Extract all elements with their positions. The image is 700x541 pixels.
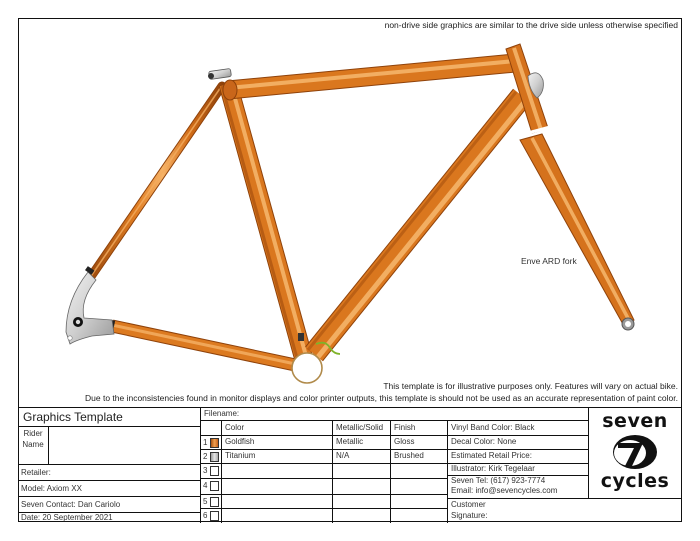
metallic-cell: Metallic bbox=[336, 437, 364, 446]
rider-name-field[interactable] bbox=[49, 427, 200, 464]
customer-signature[interactable]: Customer Signature: bbox=[448, 498, 682, 523]
retailer-field: Retailer: bbox=[21, 468, 51, 477]
swatch-empty[interactable] bbox=[210, 481, 219, 491]
rider-label-line1: Rider bbox=[23, 429, 43, 438]
fork-label: Enve ARD fork bbox=[521, 256, 577, 266]
color-disclaimer: Due to the inconsistencies found in moni… bbox=[85, 393, 678, 403]
decal-color: Decal Color: None bbox=[451, 437, 517, 446]
seven-cycles-logo: seven cycles bbox=[588, 408, 682, 495]
rider-name-label: Rider Name bbox=[18, 428, 48, 450]
illustrative-disclaimer: This template is for illustrative purpos… bbox=[383, 381, 678, 391]
template-border bbox=[18, 18, 682, 522]
row-number: 4 bbox=[203, 481, 208, 490]
finish-cell: Brushed bbox=[394, 451, 424, 460]
rider-label-line2: Name bbox=[22, 440, 44, 449]
row-number: 6 bbox=[203, 511, 208, 520]
fork bbox=[519, 133, 635, 331]
seven-contact-field: Seven Contact: Dan Cariolo bbox=[21, 500, 121, 509]
swatch-empty[interactable] bbox=[210, 511, 219, 521]
vinyl-band-color: Vinyl Band Color: Black bbox=[451, 423, 535, 432]
chain-stay bbox=[106, 319, 302, 373]
template-title: Graphics Template bbox=[23, 410, 123, 424]
head-badge bbox=[527, 72, 544, 99]
seat-tube bbox=[218, 81, 313, 359]
color-cell: Titanium bbox=[225, 451, 256, 460]
date-field: Date: 20 September 2021 bbox=[21, 513, 113, 522]
down-tube bbox=[305, 88, 531, 362]
title-block: Graphics Template Rider Name Retailer: M… bbox=[18, 407, 682, 523]
logo-text-cycles: cycles bbox=[600, 470, 670, 492]
header-finish: Finish bbox=[394, 423, 416, 432]
filename-field: Filename: bbox=[204, 409, 240, 418]
frame-decal bbox=[298, 333, 304, 341]
illustrator: Illustrator: Kirk Tegelaar bbox=[451, 464, 535, 473]
swatch-titanium[interactable] bbox=[210, 452, 219, 462]
seat-clamp bbox=[208, 68, 232, 80]
swatch-empty[interactable] bbox=[210, 497, 219, 507]
rear-dropout bbox=[65, 266, 115, 345]
estimated-retail-price: Estimated Retail Price: bbox=[451, 451, 532, 460]
contact-info: Seven Tel: (617) 923-7774 Email: info@se… bbox=[448, 475, 588, 497]
bottom-bracket bbox=[291, 333, 341, 384]
non-drive-side-note: non-drive side graphics are similar to t… bbox=[384, 20, 678, 30]
finish-cell: Gloss bbox=[394, 437, 415, 446]
swatch-goldfish[interactable] bbox=[210, 438, 219, 448]
seven-email[interactable]: Email: info@sevencycles.com bbox=[451, 486, 558, 495]
top-tube bbox=[222, 53, 516, 101]
swatch-empty[interactable] bbox=[210, 466, 219, 476]
row-number: 3 bbox=[203, 466, 208, 475]
seat-stay bbox=[85, 81, 227, 283]
row-number: 5 bbox=[203, 497, 208, 506]
signature-label-line2: Signature: bbox=[451, 511, 488, 520]
header-color: Color bbox=[225, 423, 245, 432]
seven-tel: Seven Tel: (617) 923-7774 bbox=[451, 476, 546, 485]
signature-label-line1: Customer bbox=[451, 500, 486, 509]
color-cell: Goldfish bbox=[225, 437, 255, 446]
logo-text-seven: seven bbox=[602, 410, 668, 432]
metallic-cell: N/A bbox=[336, 451, 350, 460]
row-number: 1 bbox=[203, 438, 208, 447]
seven-logo-mark-icon bbox=[613, 435, 657, 469]
row-number: 2 bbox=[203, 452, 208, 461]
model-field: Model: Axiom XX bbox=[21, 484, 82, 493]
cable-guide bbox=[315, 341, 341, 355]
header-metallic-solid: Metallic/Solid bbox=[336, 423, 384, 432]
